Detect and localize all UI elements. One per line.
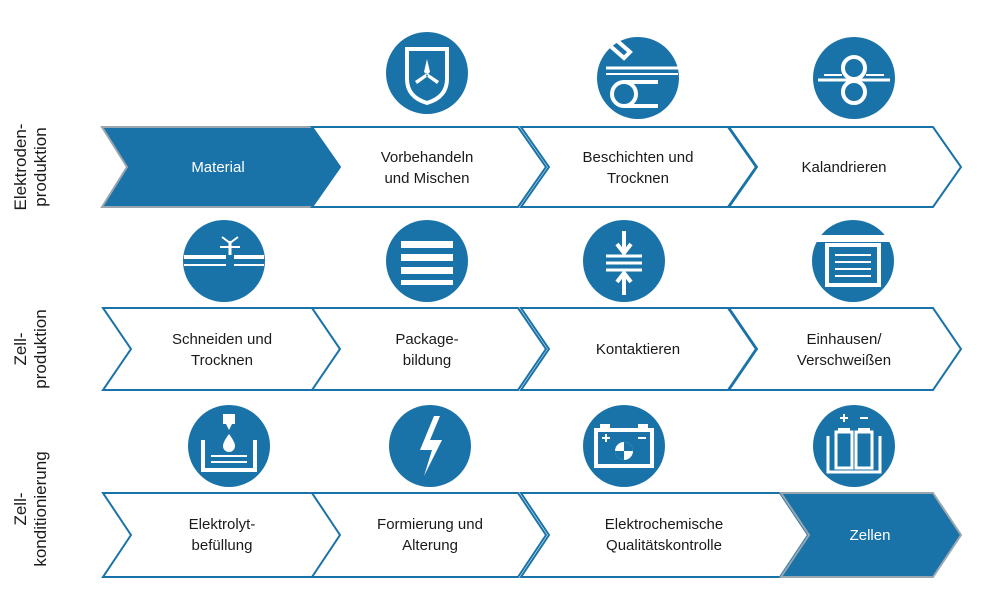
svg-text:Kontaktieren: Kontaktieren	[596, 341, 680, 358]
stack-layers-icon	[386, 220, 468, 302]
chevron-step-vorbehandeln	[310, 126, 548, 208]
housing-icon	[812, 220, 894, 302]
step-qualitaet-line-2: Qualitätskontrolle	[606, 537, 722, 554]
battery-test-icon	[583, 405, 665, 487]
chevron-step-formierung	[310, 492, 548, 578]
cells-icon	[813, 405, 895, 487]
row-label-1-line-1: Elektroden-	[11, 124, 30, 211]
chevron-step-schneiden	[101, 307, 345, 391]
press-contact-icon	[583, 220, 665, 302]
svg-text:Zellen: Zellen	[850, 527, 891, 544]
step-schneiden-line-1: Schneiden und	[172, 331, 272, 348]
row-label-3-line-2: konditionierung	[31, 451, 50, 566]
chevron-step-zellen	[779, 492, 963, 578]
row-label-1: Elektroden-produktion	[11, 124, 50, 211]
mixer-icon	[386, 32, 468, 114]
svg-text:Kalandrieren: Kalandrieren	[801, 159, 886, 176]
row-label-2: Zell-produktion	[11, 309, 50, 388]
step-vorbehandeln-line-2: und Mischen	[384, 170, 469, 187]
laser-cut-icon	[183, 220, 265, 302]
step-kalandrieren-label: Kalandrieren	[801, 159, 886, 176]
step-beschichten-line-2: Trocknen	[607, 170, 669, 187]
step-package-line-1: Package-	[395, 331, 458, 348]
step-formierung-line-2: Alterung	[402, 537, 458, 554]
svg-text:Package-bildung: Package-bildung	[395, 331, 458, 369]
step-qualitaet-line-1: Elektrochemische	[605, 516, 723, 533]
chevron-step-beschichten	[519, 126, 758, 208]
step-kontaktieren-label: Kontaktieren	[596, 341, 680, 358]
chevron-step-kalandrieren	[727, 126, 963, 208]
step-elektrolyt-line-2: befüllung	[192, 537, 253, 554]
svg-text:Material: Material	[191, 159, 244, 176]
step-einhausen-line-1: Einhausen/	[806, 331, 882, 348]
step-vorbehandeln-line-1: Vorbehandeln	[381, 149, 474, 166]
step-formierung-line-1: Formierung und	[377, 516, 483, 533]
row-label-3: Zell-konditionierung	[11, 451, 50, 566]
chevron-step-elektrolyt	[101, 492, 345, 578]
step-material-label: Material	[191, 159, 244, 176]
step-elektrolyt-line-1: Elektrolyt-	[189, 516, 256, 533]
step-beschichten-line-1: Beschichten und	[583, 149, 694, 166]
svg-text:Zell-konditionierung: Zell-konditionierung	[11, 451, 50, 566]
svg-text:Elektroden-produktion: Elektroden-produktion	[11, 124, 50, 211]
electrolyte-fill-icon	[188, 405, 270, 487]
row-label-2-line-1: Zell-	[11, 332, 30, 365]
step-zellen-label: Zellen	[850, 527, 891, 544]
svg-text:Einhausen/Verschweißen: Einhausen/Verschweißen	[797, 331, 891, 369]
step-package-line-2: bildung	[403, 352, 451, 369]
row-label-3-line-1: Zell-	[11, 492, 30, 525]
chevron-step-einhausen	[727, 307, 963, 391]
step-einhausen-line-2: Verschweißen	[797, 352, 891, 369]
svg-text:Elektrolyt-befüllung: Elektrolyt-befüllung	[189, 516, 256, 554]
chevron-step-qualitaet	[519, 492, 810, 578]
svg-text:Zell-produktion: Zell-produktion	[11, 309, 50, 388]
calender-rolls-icon	[813, 37, 895, 119]
row-label-2-line-2: produktion	[31, 309, 50, 388]
step-schneiden-line-2: Trocknen	[191, 352, 253, 369]
coating-roller-icon	[597, 36, 679, 119]
chevron-step-package	[310, 307, 548, 391]
lightning-icon	[389, 405, 471, 487]
row-label-1-line-2: produktion	[31, 127, 50, 206]
